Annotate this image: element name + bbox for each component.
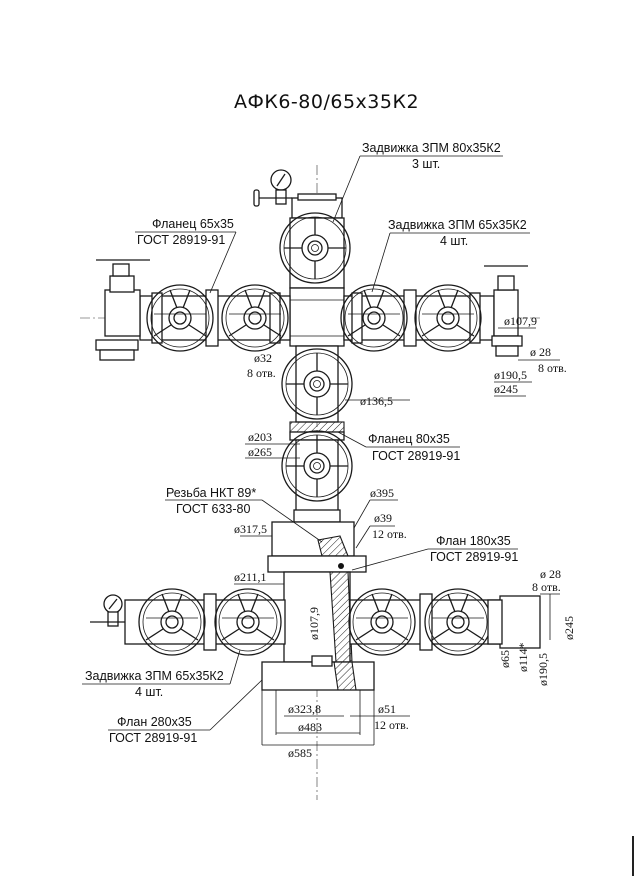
dim-317-5: ø317,5 xyxy=(234,522,267,536)
dim-39: ø39 xyxy=(374,511,392,525)
dimension-lines xyxy=(234,327,560,746)
callout-valve-65-top-qty: 4 шт. xyxy=(440,234,468,248)
callout-flange-80-gost: ГОСТ 28919-91 xyxy=(372,449,460,463)
callout-flange-65-gost: ГОСТ 28919-91 xyxy=(137,233,225,247)
dim-107-9-center: ø107,9 xyxy=(307,607,321,640)
top-valve xyxy=(253,169,351,289)
dim-136-5: ø136,5 xyxy=(360,394,393,408)
base-flange xyxy=(261,655,375,745)
callout-flange-180-name: Флан 180х35 xyxy=(436,534,511,548)
dim-585: ø585 xyxy=(288,746,312,760)
lower-right-valves xyxy=(348,588,541,656)
callout-valve-65-top-name: Задвижка ЗПМ 65х35К2 xyxy=(388,218,527,232)
dim-28-bottom-note: 8 отв. xyxy=(532,580,561,594)
tubing-head xyxy=(267,521,367,663)
dim-265: ø265 xyxy=(248,445,272,459)
callout-thread-gost: ГОСТ 633-80 xyxy=(176,502,250,516)
dim-32-holes: ø32 xyxy=(254,351,272,365)
dim-28-bottom: ø 28 xyxy=(540,567,561,581)
callout-valve-80-name: Задвижка ЗПМ 80х35К2 xyxy=(362,141,501,155)
leader-lines xyxy=(82,155,530,731)
dim-190-5-top: ø190,5 xyxy=(494,368,527,382)
dim-483: ø483 xyxy=(298,720,322,734)
lower-left-valves xyxy=(90,588,286,656)
dim-107-9-top: ø107,9 xyxy=(504,314,537,328)
dim-190-5-bottom: ø190,5 xyxy=(536,653,550,686)
cross-body xyxy=(289,287,345,347)
callout-flange-280-gost: ГОСТ 28919-91 xyxy=(109,731,197,745)
dim-203: ø203 xyxy=(248,430,272,444)
dim-32-holes-note: 8 отв. xyxy=(247,366,276,380)
lower-valve xyxy=(281,430,353,523)
page-edge-mark xyxy=(632,836,634,876)
callout-flange-180-gost: ГОСТ 28919-91 xyxy=(430,550,518,564)
dim-28-top-note: 8 отв. xyxy=(538,361,567,375)
callout-flange-65-name: Фланец 65х35 xyxy=(152,217,234,231)
dim-28-top: ø 28 xyxy=(530,345,551,359)
dim-245-top: ø245 xyxy=(494,382,518,396)
callout-valve-80-qty: 3 шт. xyxy=(412,157,440,171)
dim-51: ø51 xyxy=(378,702,396,716)
right-upper-valves xyxy=(340,265,528,357)
callout-thread-name: Резьба НКТ 89* xyxy=(166,486,256,500)
callout-valve-65-bottom-name: Задвижка ЗПМ 65х35К2 xyxy=(85,669,224,683)
callout-flange-280-name: Флан 280х35 xyxy=(117,715,192,729)
dim-245-bottom: ø245 xyxy=(562,616,576,640)
dim-211-1: ø211,1 xyxy=(234,570,267,584)
dim-39-note: 12 отв. xyxy=(372,527,407,541)
left-upper-valves xyxy=(95,259,291,361)
callout-valve-65-bottom-qty: 4 шт. xyxy=(135,685,163,699)
drawing-title: АФК6-80/65х35К2 xyxy=(234,91,419,113)
dim-65: ø65 xyxy=(498,650,512,668)
dim-114: ø114* xyxy=(516,642,530,672)
callout-flange-80-name: Фланец 80х35 xyxy=(368,432,450,446)
dim-51-note: 12 отв. xyxy=(374,718,409,732)
middle-valve xyxy=(281,345,353,441)
dim-395: ø395 xyxy=(370,486,394,500)
dim-323-8: ø323,8 xyxy=(288,702,321,716)
